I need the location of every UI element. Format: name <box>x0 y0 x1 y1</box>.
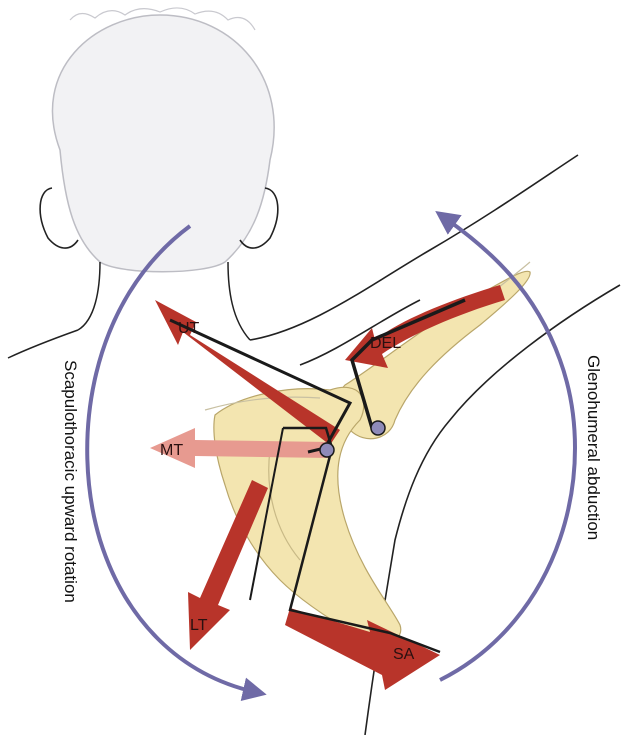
glenohumeral-joint-marker <box>371 421 385 435</box>
sternoclavicular-joint-marker <box>320 443 334 457</box>
scapulothoracic-caption: Scapulothoracic upward rotation <box>61 360 80 603</box>
lt-label: LT <box>190 617 208 634</box>
mt-label: MT <box>160 442 183 459</box>
glenohumeral-caption: Glenohumeral abduction <box>584 355 603 540</box>
ut-label: UT <box>178 320 200 337</box>
del-label: DEL <box>370 335 401 352</box>
sa-label: SA <box>393 646 415 663</box>
head-illustration <box>8 8 278 358</box>
